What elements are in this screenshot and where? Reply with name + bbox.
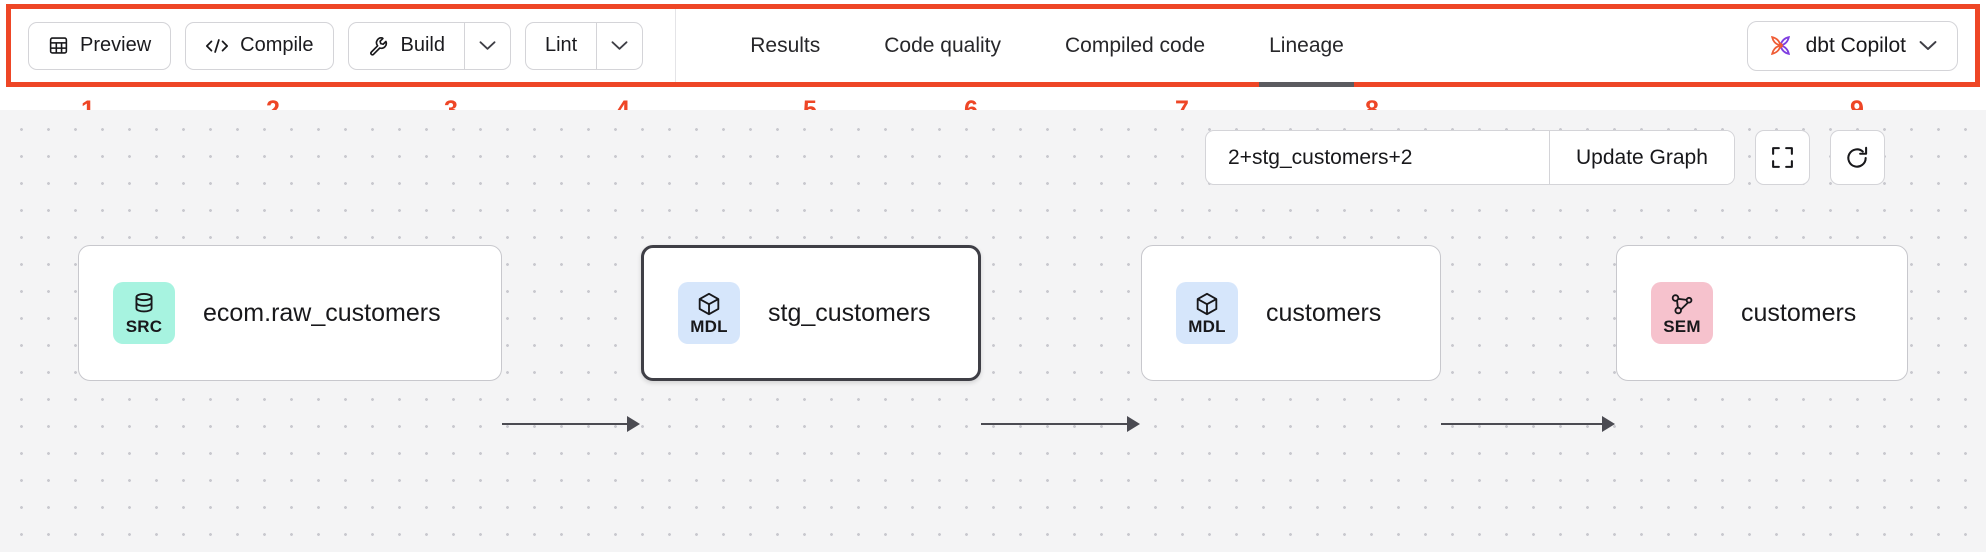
dbt-copilot-button[interactable]: dbt Copilot <box>1746 20 1958 71</box>
refresh-graph-button[interactable] <box>1829 130 1885 185</box>
preview-button-label: Preview <box>80 34 152 56</box>
tab-compiled-code-label: Compiled code <box>1065 33 1206 57</box>
node-type-badge-label: SEM <box>1663 317 1701 336</box>
table-icon <box>48 35 69 56</box>
node-type-badge-src: SRC <box>113 282 175 344</box>
tab-compiled-code[interactable]: Compiled code <box>1033 9 1237 82</box>
compile-button-label: Compile <box>240 34 314 56</box>
tab-results-label: Results <box>750 33 821 57</box>
node-type-badge-label: MDL <box>690 317 728 336</box>
graph-controls: Update Graph <box>1205 130 1885 185</box>
lineage-node-source-raw-customers[interactable]: SRC ecom.raw_customers <box>78 245 502 381</box>
lineage-edge <box>502 423 627 425</box>
build-button[interactable]: Build <box>349 23 464 69</box>
lineage-node-semantic-customers[interactable]: SEM customers <box>1616 245 1908 381</box>
node-type-badge-mdl: MDL <box>678 282 740 344</box>
lineage-node-label: customers <box>1266 298 1382 327</box>
node-type-badge-label: SRC <box>125 317 163 336</box>
database-icon <box>131 291 157 317</box>
toolbar-divider <box>675 9 677 82</box>
lineage-node-model-stg-customers[interactable]: MDL stg_customers <box>641 245 981 381</box>
fit-to-screen-button[interactable] <box>1754 130 1810 185</box>
refresh-icon <box>1844 145 1870 171</box>
chevron-down-icon <box>611 40 628 51</box>
cube-icon <box>696 291 722 317</box>
result-panel-tabs: Results Code quality Compiled code Linea… <box>718 9 1376 87</box>
chevron-down-icon <box>1919 40 1937 51</box>
preview-button[interactable]: Preview <box>28 21 172 70</box>
lineage-edge <box>1441 423 1602 425</box>
lineage-node-label: stg_customers <box>768 298 931 327</box>
semantic-graph-icon <box>1669 291 1695 317</box>
lint-dropdown-toggle[interactable] <box>596 22 642 69</box>
graph-selector-group: Update Graph <box>1205 130 1735 185</box>
update-graph-button[interactable]: Update Graph <box>1549 131 1734 184</box>
toolbar-right: dbt Copilot <box>1746 20 1975 71</box>
lineage-node-model-customers[interactable]: MDL customers <box>1141 245 1441 381</box>
lineage-edge-arrowhead <box>627 416 640 432</box>
cube-icon <box>1194 291 1220 317</box>
tab-lineage[interactable]: Lineage <box>1237 9 1376 87</box>
lineage-edge-arrowhead <box>1602 416 1615 432</box>
tab-results[interactable]: Results <box>718 9 852 82</box>
chevron-down-icon <box>479 40 496 51</box>
node-type-badge-mdl: MDL <box>1176 282 1238 344</box>
wrench-icon <box>368 35 390 57</box>
dbt-copilot-icon <box>1768 33 1793 58</box>
compile-button[interactable]: Compile <box>185 21 334 70</box>
lineage-node-label: ecom.raw_customers <box>203 298 441 327</box>
code-brackets-icon <box>205 36 229 56</box>
graph-selector-input[interactable] <box>1206 131 1549 184</box>
tab-lineage-label: Lineage <box>1269 33 1344 57</box>
node-type-badge-sem: SEM <box>1651 282 1713 344</box>
fit-to-screen-icon <box>1770 145 1795 170</box>
lineage-edge <box>981 423 1127 425</box>
lint-button-label: Lint <box>544 34 578 56</box>
lint-button[interactable]: Lint <box>526 23 596 69</box>
toolbar-actions: Preview Compile Build <box>11 9 677 82</box>
build-split-button: Build <box>347 21 511 70</box>
update-graph-label: Update Graph <box>1576 145 1708 169</box>
dbt-copilot-label: dbt Copilot <box>1805 33 1906 57</box>
lineage-node-label: customers <box>1741 298 1857 327</box>
build-dropdown-toggle[interactable] <box>463 22 510 69</box>
tab-code-quality[interactable]: Code quality <box>852 9 1033 82</box>
build-button-label: Build <box>400 34 445 56</box>
node-type-badge-label: MDL <box>1188 317 1226 336</box>
tab-code-quality-label: Code quality <box>884 33 1002 57</box>
lint-split-button: Lint <box>524 21 644 70</box>
lineage-edge-arrowhead <box>1127 416 1140 432</box>
editor-toolbar: Preview Compile Build <box>6 4 1980 87</box>
